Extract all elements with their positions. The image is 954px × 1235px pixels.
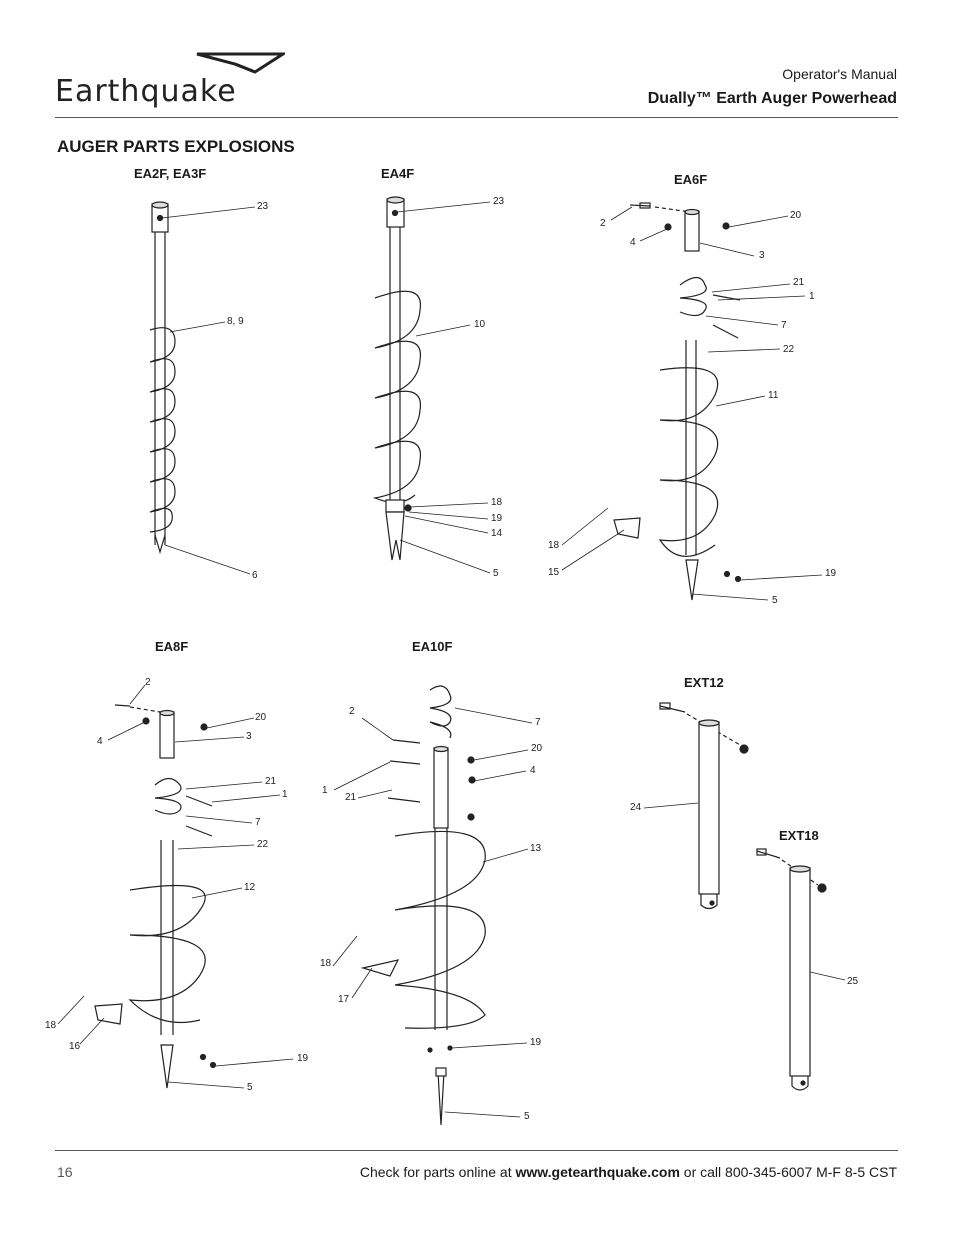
callout: 11 [768,390,779,401]
callout: 24 [630,802,642,813]
page-number: 16 [57,1164,73,1180]
callout: 21 [265,776,277,787]
header-title: Dually™ Earth Auger Powerhead [647,90,897,107]
footer-website-link[interactable]: www.getearthquake.com [515,1164,680,1180]
callout: 23 [257,201,269,212]
callout: 8, 9 [227,316,244,327]
callout: 14 [491,528,503,539]
callout: 7 [781,320,787,331]
callout: 12 [244,882,256,893]
logo-mark-icon [196,52,285,74]
callout: 4 [97,736,103,747]
earthquake-logo: Earthquake [55,52,285,112]
callout: 2 [349,706,355,717]
callout: 25 [847,976,859,987]
callout: 18 [491,497,503,508]
callout: 22 [257,839,269,850]
callout: 2 [145,677,151,688]
callout: 22 [783,344,795,355]
callout: 19 [825,568,837,579]
callout: 1 [809,291,815,302]
callout: 18 [548,540,560,551]
footer-text-before: Check for parts online at [359,1164,516,1180]
callout: 3 [246,731,252,742]
callout: 13 [530,843,542,854]
logo-text: Earthquake [55,74,237,109]
ext12-extension-drawing [659,702,749,910]
callout: 21 [793,277,805,288]
callout: 3 [759,250,765,261]
callout: 5 [524,1111,530,1122]
ea8f-auger-drawing [94,704,217,1089]
footer-divider [55,1150,898,1151]
callout: 5 [247,1082,253,1093]
callout: 20 [790,210,802,221]
callout: 5 [493,568,499,579]
callout: 7 [535,717,541,728]
callout: 19 [530,1037,542,1048]
callout: 19 [491,513,503,524]
callout: 1 [282,789,288,800]
header-subtitle: Operator's Manual [782,66,897,82]
footer-text-after: or call 800-345-6007 M-F 8-5 CST [679,1164,897,1180]
callout: 23 [493,196,505,207]
callout: 20 [531,743,543,754]
callout: 7 [255,817,261,828]
figure-label-ea10f: EA10F [412,639,453,654]
figure-label-ea2f: EA2F, EA3F [134,166,207,181]
figure-label-ea8f: EA8F [155,639,189,654]
ea10f-auger-drawing [360,685,486,1126]
ea6f-auger-drawing [613,202,742,601]
callout: 1 [322,785,328,796]
ext18-extension-drawing [756,848,827,1091]
callout: 10 [474,319,486,330]
callout: 4 [630,237,636,248]
header-divider [55,117,898,118]
callout: 18 [45,1020,57,1031]
callout: 18 [320,958,332,969]
callout: 2 [600,218,606,229]
callout: 17 [338,994,350,1005]
callout: 6 [252,570,258,581]
figure-label-ea6f: EA6F [674,172,708,187]
callout: 19 [297,1053,309,1064]
callout: 21 [345,792,357,803]
figure-label-ext12: EXT12 [684,675,724,690]
callout: 5 [772,595,778,606]
callout: 4 [530,765,536,776]
section-title: AUGER PARTS EXPLOSIONS [57,137,295,156]
callout: 15 [548,567,560,578]
callout-leader-lines [57,201,846,1118]
figure-label-ea4f: EA4F [381,166,415,181]
footer-text: Check for parts online at www.getearthqu… [360,1164,897,1180]
callout: 16 [69,1041,81,1052]
ea2f-auger-drawing [149,201,176,555]
callout: 20 [255,712,267,723]
ea4f-auger-drawing [372,196,422,561]
figure-label-ext18: EXT18 [779,828,819,843]
